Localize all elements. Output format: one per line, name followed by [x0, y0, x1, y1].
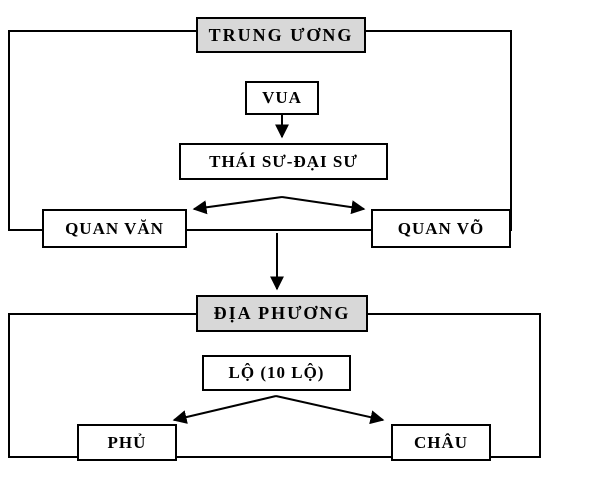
arrow-thaisu-to-quanvan [192, 196, 283, 215]
node-dia-phuong: ĐỊA PHƯƠNG [196, 295, 368, 332]
node-trung-uong: TRUNG ƯƠNG [196, 17, 366, 53]
arrow-thaisu-to-quanvo [281, 196, 366, 215]
arrow-lo-to-phu [172, 395, 277, 424]
node-thai-su-dai-su: THÁI SƯ-ĐẠI SƯ [179, 143, 388, 180]
node-quan-vo: QUAN VÕ [371, 209, 511, 248]
node-lo: LỘ (10 LỘ) [202, 355, 351, 391]
node-quan-van: QUAN VĂN [42, 209, 187, 248]
arrow-lo-to-chau [275, 395, 385, 425]
node-phu: PHỦ [77, 424, 177, 461]
node-vua: VUA [245, 81, 319, 115]
node-chau: CHÂU [391, 424, 491, 461]
